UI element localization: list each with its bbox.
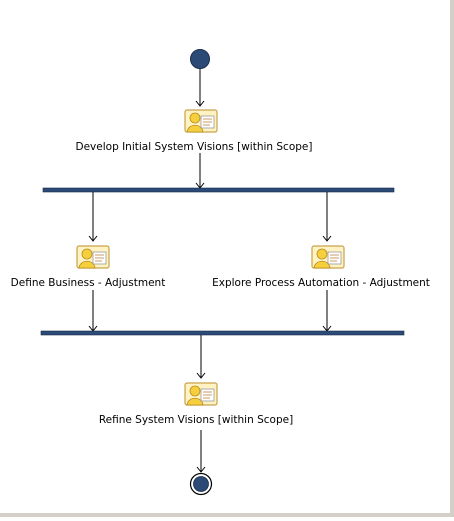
activity-develop[interactable]: Develop Initial System Visions [within S…: [76, 109, 313, 153]
activity-icon: [184, 109, 218, 133]
activity-develop-label: Develop Initial System Visions [within S…: [76, 141, 313, 153]
activity-refine-label: Refine System Visions [within Scope]: [99, 414, 293, 426]
join-bar[interactable]: [40, 330, 405, 336]
activity-explore[interactable]: Explore Process Automation - Adjustment: [212, 245, 430, 289]
fork-bar[interactable]: [42, 187, 395, 193]
activity-icon: [184, 382, 218, 406]
final-node[interactable]: [189, 472, 213, 496]
activity-define-label: Define Business - Adjustment: [11, 277, 166, 289]
window-frame-right: [450, 0, 454, 517]
initial-node[interactable]: [190, 49, 210, 69]
activity-icon: [76, 245, 110, 269]
activity-icon: [311, 245, 345, 269]
activity-refine[interactable]: Refine System Visions [within Scope]: [99, 382, 293, 426]
window-frame-bottom: [0, 513, 454, 517]
activity-define[interactable]: Define Business - Adjustment: [11, 245, 166, 289]
activity-explore-label: Explore Process Automation - Adjustment: [212, 277, 430, 289]
